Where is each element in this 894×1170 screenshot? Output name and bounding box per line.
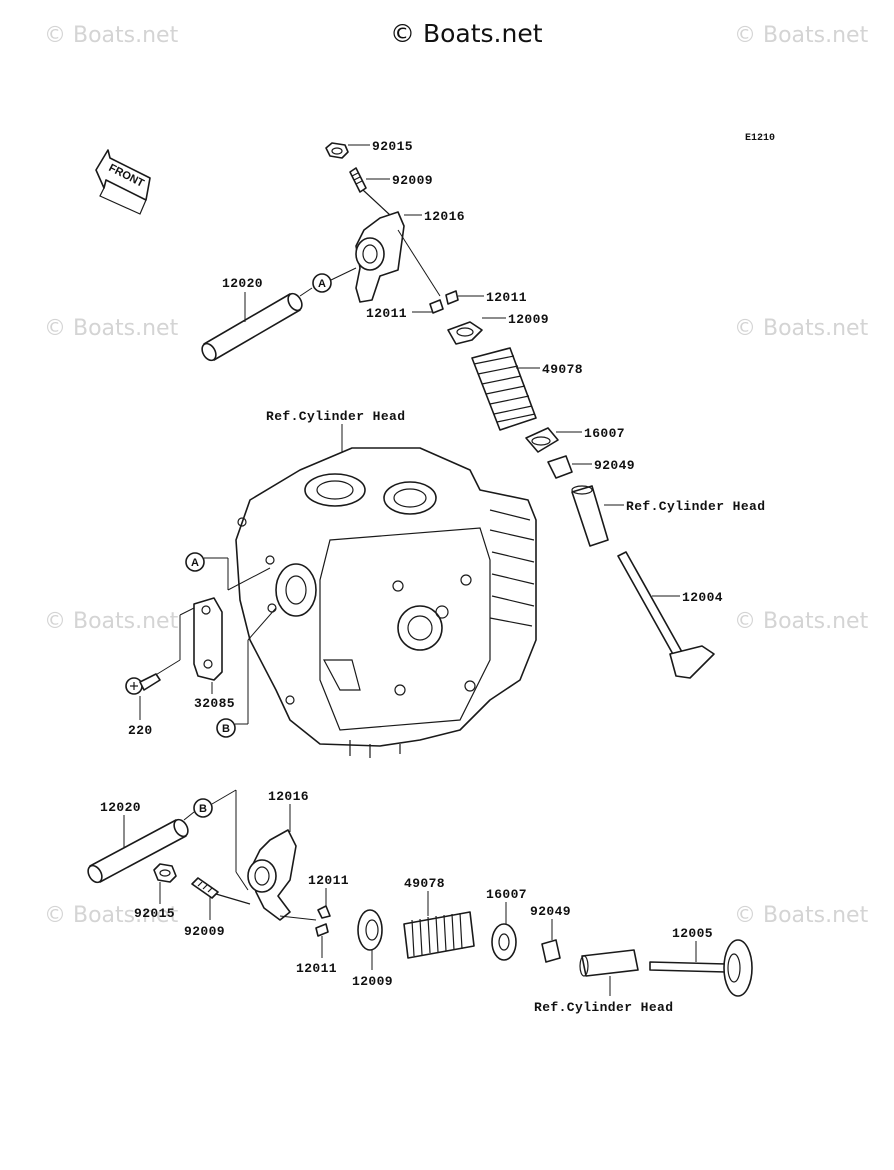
valve-12005 — [649, 939, 753, 997]
ref-cylinder-head-label-guide: Ref.Cylinder Head — [626, 499, 765, 514]
label-220: 220 — [128, 723, 153, 738]
copyright-notice: © Boats.net — [390, 19, 543, 48]
label-12020-top: 12020 — [222, 276, 263, 291]
label-92015-bottom: 92015 — [134, 906, 175, 921]
ref-cylinder-head-label-bottom: Ref.Cylinder Head — [534, 1000, 673, 1015]
label-12011-top-left: 12011 — [366, 306, 407, 321]
label-12009-top: 12009 — [508, 312, 549, 327]
callout-b-bottom — [193, 798, 213, 818]
spring-49078-top — [471, 347, 537, 431]
bolt-220 — [125, 673, 161, 695]
label-12004: 12004 — [682, 590, 723, 605]
rocker-arm-12016-bottom — [247, 829, 297, 921]
seat-16007-bottom — [491, 923, 517, 961]
watermark: © Boats.net — [734, 23, 869, 48]
valve-guide-top — [571, 485, 609, 547]
label-12009-bottom: 12009 — [352, 974, 393, 989]
label-12020-bottom: 12020 — [100, 800, 141, 815]
watermark: © Boats.net — [44, 609, 179, 634]
label-12016-bottom: 12016 — [268, 789, 309, 804]
label-92049-top: 92049 — [594, 458, 635, 473]
callout-b-head-label: B — [222, 723, 230, 735]
cotter-12011-bottom-lower — [315, 923, 329, 937]
watermark: © Boats.net — [44, 903, 179, 928]
watermark: © Boats.net — [44, 316, 179, 341]
retainer-12009-top — [447, 321, 483, 345]
label-32085: 32085 — [194, 696, 235, 711]
shaft-12020-bottom — [87, 818, 189, 884]
cotter-12011-bottom-upper — [317, 905, 331, 919]
seat-16007-top — [525, 427, 559, 453]
watermark: © Boats.net — [734, 316, 869, 341]
callout-a-head-label: A — [191, 557, 199, 569]
rocker-arm-12016-top — [355, 211, 405, 303]
callout-b-bottom-label: B — [199, 803, 207, 815]
label-12011-bottom-lower: 12011 — [296, 961, 337, 976]
label-12005: 12005 — [672, 926, 713, 941]
label-12011-bottom-upper: 12011 — [308, 873, 349, 888]
cotter-12011-right — [445, 290, 459, 305]
valve-guide-bottom — [579, 949, 639, 977]
callout-b-head — [216, 718, 236, 738]
plate-32085 — [193, 597, 223, 681]
label-92009-top: 92009 — [392, 173, 433, 188]
label-92049-bottom: 92049 — [530, 904, 571, 919]
cylinder-head — [235, 447, 537, 758]
front-arrow-icon: FRONT — [95, 149, 151, 215]
label-49078-top: 49078 — [542, 362, 583, 377]
seal-92049-bottom — [541, 939, 561, 963]
label-16007-bottom: 16007 — [486, 887, 527, 902]
spring-49078-bottom — [403, 911, 475, 959]
valve-12004 — [617, 551, 715, 679]
label-16007-top: 16007 — [584, 426, 625, 441]
shaft-12020-top — [201, 292, 303, 362]
watermarks: © Boats.net © Boats.net © Boats.net © Bo… — [44, 23, 869, 928]
screw-92009-bottom — [191, 877, 251, 905]
watermark: © Boats.net — [734, 609, 869, 634]
nut-92015-bottom — [153, 863, 177, 883]
ref-cylinder-head-label-top: Ref.Cylinder Head — [266, 409, 405, 424]
label-92009-bottom: 92009 — [184, 924, 225, 939]
screw-92009-top — [349, 167, 391, 216]
nut-92015-top — [325, 142, 349, 159]
watermark: © Boats.net — [734, 903, 869, 928]
label-49078-bottom: 49078 — [404, 876, 445, 891]
diagram-code: E1210 — [745, 133, 775, 144]
label-12016-top: 12016 — [424, 209, 465, 224]
retainer-12009-bottom — [357, 909, 383, 951]
watermark: © Boats.net — [44, 23, 179, 48]
label-12011-top-right: 12011 — [486, 290, 527, 305]
cotter-12011-left — [429, 299, 444, 314]
callout-a-head — [185, 552, 205, 572]
seal-92049-top — [547, 455, 573, 479]
label-92015-top: 92015 — [372, 139, 413, 154]
callout-a-top — [312, 273, 332, 293]
callout-a-top-label: A — [318, 278, 326, 290]
